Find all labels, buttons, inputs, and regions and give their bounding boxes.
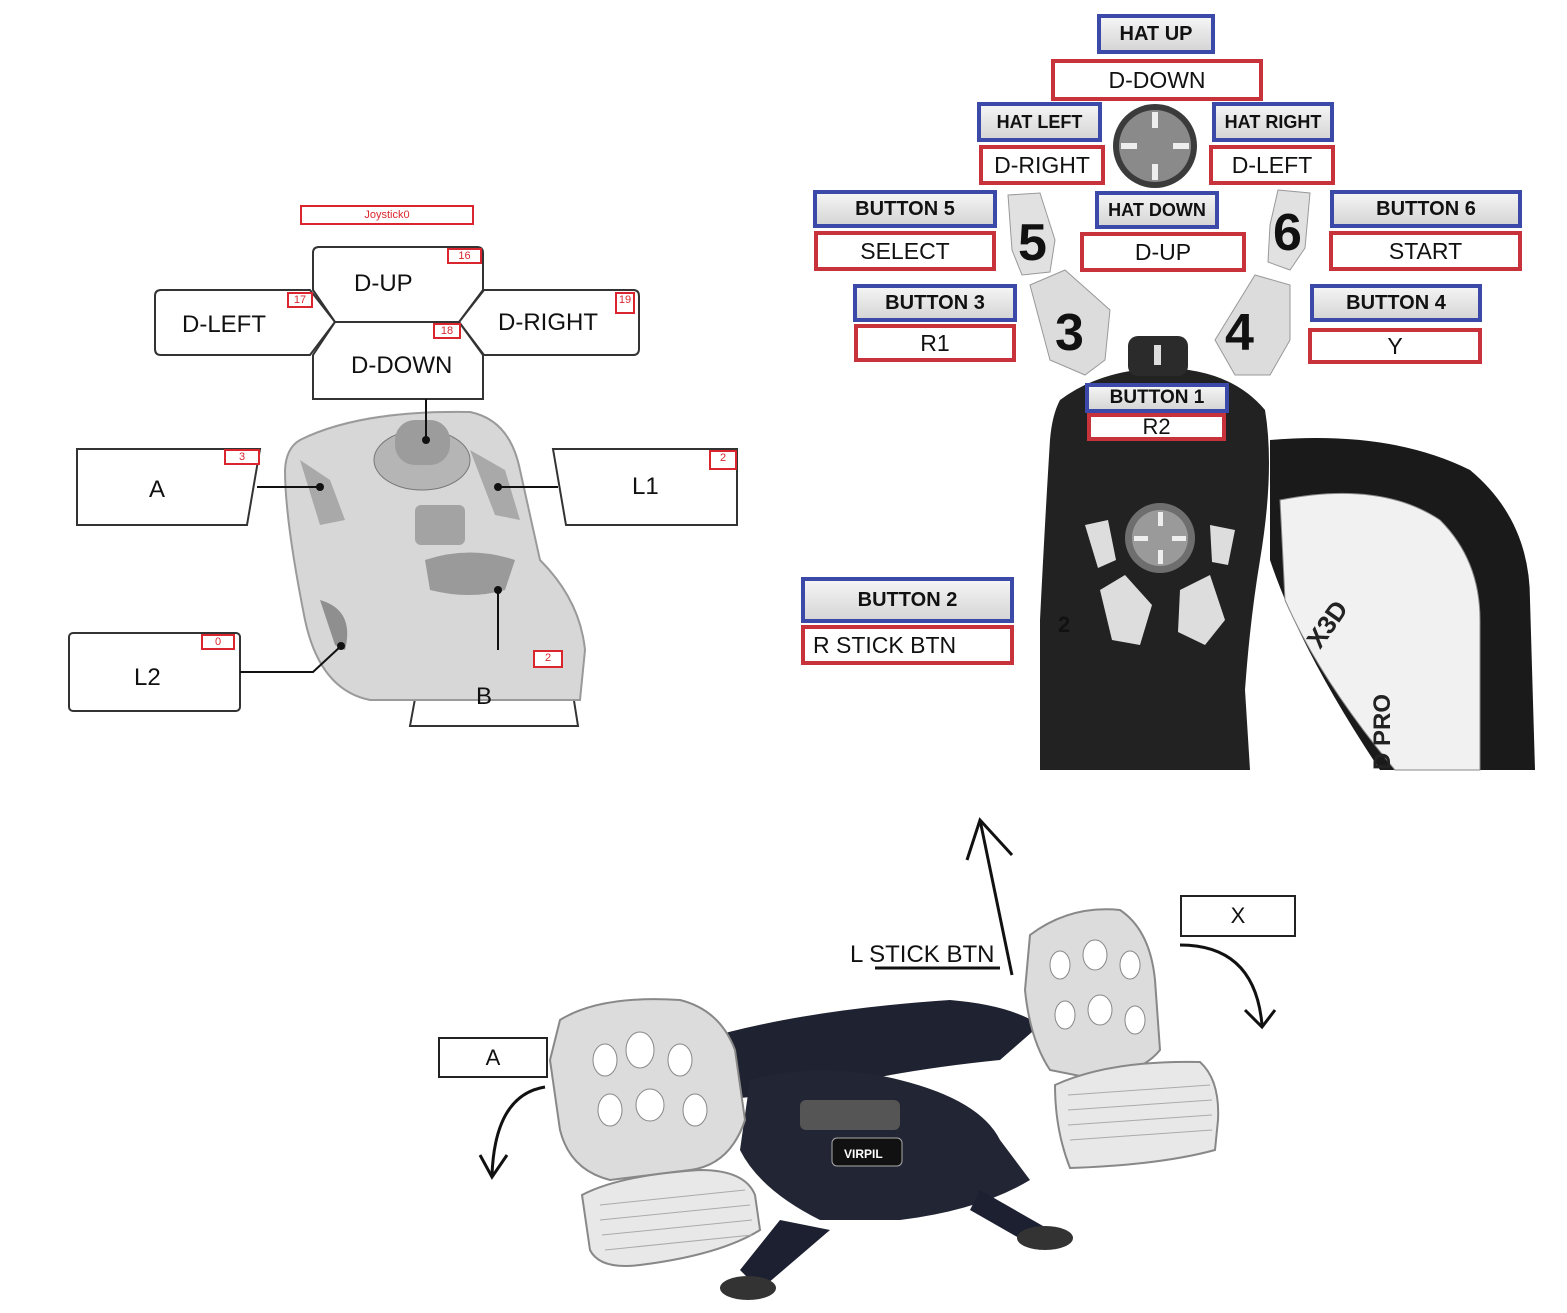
hat-up-name: HAT UP [1097, 14, 1215, 54]
box-l1-shape [551, 448, 738, 526]
connector-lines [240, 399, 558, 673]
pedal-brand: VIRPIL [844, 1147, 883, 1161]
button-a-label: A [149, 476, 166, 503]
dpad-up-label: D-UP [354, 270, 413, 297]
dpad-down-id: 18 [433, 323, 461, 339]
dpad-up-id: 16 [447, 248, 482, 264]
dpad-left-label: D-LEFT [182, 311, 266, 338]
numeral-5: 5 [1018, 214, 1047, 272]
dpad-down-label: D-DOWN [351, 352, 453, 379]
numeral-3: 3 [1055, 304, 1084, 362]
dpad-right-shape [457, 289, 640, 356]
button-b-label: B [476, 683, 493, 710]
hat-right-name: HAT RIGHT [1212, 102, 1334, 142]
l-stick-btn-label: L STICK BTN [850, 941, 995, 968]
hat-down-name: HAT DOWN [1095, 191, 1219, 229]
button-l2-id: 0 [201, 634, 235, 650]
hat-right-map: D-LEFT [1209, 145, 1335, 185]
joystick-title: Joystick0 [300, 205, 474, 225]
numeral-2: 2 [1058, 612, 1070, 637]
hat-down-map: D-UP [1080, 232, 1246, 272]
connector-dots [316, 436, 502, 650]
button5-name: BUTTON 5 [813, 190, 997, 228]
dpad-left-id: 17 [287, 292, 313, 308]
button-a-id: 3 [224, 449, 260, 465]
hat-up-map: D-DOWN [1051, 59, 1263, 101]
hat-left-map: D-RIGHT [979, 145, 1105, 185]
button6-map: START [1329, 231, 1522, 271]
button4-map: Y [1308, 328, 1482, 364]
button5-map: SELECT [814, 231, 996, 271]
button-l2-label: L2 [134, 664, 161, 691]
button3-map: R1 [854, 324, 1016, 362]
numeral-4: 4 [1225, 304, 1254, 362]
button6-name: BUTTON 6 [1330, 190, 1522, 228]
box-a-shape [76, 448, 262, 526]
pedal-right-label: X [1180, 895, 1296, 937]
button2-name: BUTTON 2 [801, 577, 1014, 623]
button4-name: BUTTON 4 [1310, 284, 1482, 322]
numeral-6: 6 [1273, 204, 1302, 262]
model-d-pro: D PRO [1369, 694, 1396, 770]
button-l1-id: 2 [709, 450, 737, 470]
button1-map: R2 [1087, 413, 1226, 441]
dpad-down-shape [312, 321, 484, 400]
button2-map: R STICK BTN [801, 625, 1014, 665]
pedal-arrows [478, 817, 1277, 1180]
hat-left-name: HAT LEFT [977, 102, 1102, 142]
button3-name: BUTTON 3 [853, 284, 1017, 322]
dpad-right-label: D-RIGHT [498, 309, 598, 336]
button1-name: BUTTON 1 [1085, 383, 1229, 413]
dpad-right-id: 19 [615, 292, 635, 314]
button-b-id: 2 [533, 650, 563, 668]
pedal-left-label: A [438, 1037, 548, 1078]
button-l1-label: L1 [632, 473, 659, 500]
